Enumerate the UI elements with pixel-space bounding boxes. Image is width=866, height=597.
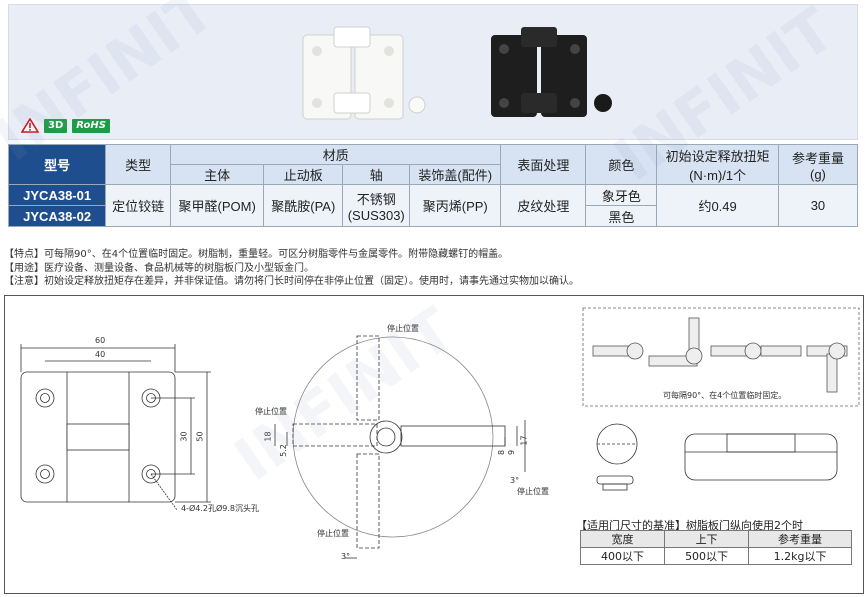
rohs-badge: RoHS — [72, 118, 110, 133]
3d-badge: 3D — [44, 118, 68, 133]
cell-cover: 聚丙烯(PP) — [409, 184, 502, 227]
door-header-height: 上下 — [664, 530, 750, 548]
dim-3deg-bottom: 3° — [341, 552, 351, 561]
stop-position-right: 停止位置 — [517, 487, 549, 496]
header-weight-line1: 参考重量 — [791, 150, 844, 166]
cell-color-black: 黑色 — [585, 205, 658, 227]
header-torque-line1: 初始设定释放扭矩 — [665, 148, 770, 164]
technical-drawing: 60 40 30 50 18 5.2 8 9 17 3° 3° 4-Ø4.2孔Ø… — [4, 295, 864, 594]
dim-9: 9 — [507, 449, 517, 456]
header-cover: 装饰盖(配件) — [409, 164, 502, 185]
white-hinge-image — [302, 26, 426, 120]
model-jyca38-01: JYCA38-01 — [7, 184, 107, 206]
dim-5-2: 5.2 — [278, 444, 288, 457]
cell-stopper: 聚酰胺(PA) — [263, 184, 344, 227]
cell-body: 聚甲醛(POM) — [170, 184, 265, 227]
cell-color-ivory: 象牙色 — [585, 184, 658, 206]
header-torque-line2: (N·m)/1个 — [689, 167, 747, 183]
header-shaft: 轴 — [342, 164, 411, 185]
note-caution: 【注意】初始设定释放扭矩存在差异，并非保证值。请勿将门长时间停在非停止位置（固定… — [4, 276, 579, 287]
header-material: 材质 — [170, 144, 502, 165]
header-model: 型号 — [7, 144, 107, 185]
dim-8: 8 — [497, 449, 507, 456]
header-color: 颜色 — [585, 144, 658, 185]
dim-3deg-right: 3° — [510, 476, 520, 485]
header-weight: 参考重量 (g) — [777, 144, 859, 185]
fix-note: 可每隔90°、在4个位置临时固定。 — [663, 391, 787, 400]
warning-icon — [21, 118, 39, 133]
door-header-width: 宽度 — [579, 530, 666, 548]
cell-type: 定位铰链 — [105, 184, 172, 227]
door-value-weight: 1.2kg以下 — [748, 547, 852, 565]
header-torque: 初始设定释放扭矩 (N·m)/1个 — [656, 144, 779, 185]
drawing-lines — [20, 307, 860, 559]
badge-row: 3D RoHS — [21, 118, 110, 133]
door-value-height: 500以下 — [664, 547, 750, 565]
dim-60: 60 — [95, 336, 106, 345]
cell-torque: 约0.49 — [656, 184, 779, 227]
product-photo-panel: 3D RoHS — [8, 4, 858, 140]
note-feature: 【特点】可每隔90°、在4个位置临时固定。树脂制，重量轻。可区分树脂零件与金属零… — [4, 249, 509, 260]
cell-shaft-line2: (SUS303) — [347, 207, 405, 223]
door-value-width: 400以下 — [579, 547, 666, 565]
black-hinge-image — [491, 27, 612, 117]
header-type: 类型 — [105, 144, 172, 185]
dim-18: 18 — [263, 431, 273, 442]
dim-40: 40 — [95, 350, 106, 359]
cell-shaft-line1: 不锈钢 — [356, 191, 396, 207]
header-body: 主体 — [170, 164, 265, 185]
cell-surface: 皮纹处理 — [500, 184, 587, 227]
dim-17: 17 — [519, 435, 529, 446]
stop-position-bottom: 停止位置 — [317, 529, 349, 538]
header-weight-line2: (g) — [810, 166, 826, 182]
door-size-title: 【适用门尺寸的基准】树脂板门纵向使用2个时 — [576, 519, 803, 532]
header-stopper: 止动板 — [263, 164, 344, 185]
spec-table: 型号 类型 材质 表面处理 颜色 初始设定释放扭矩 (N·m)/1个 参考重量 … — [7, 144, 859, 227]
dim-30: 30 — [179, 431, 189, 442]
note-usage: 【用途】医疗设备、测量设备、食品机械等的树脂板门及小型钣金门。 — [4, 262, 314, 274]
cell-shaft: 不锈钢 (SUS303) — [342, 184, 411, 227]
door-size-table: 宽度 上下 参考重量 400以下 500以下 1.2kg以下 — [579, 530, 852, 565]
stop-position-top: 停止位置 — [387, 324, 419, 333]
stop-position-left: 停止位置 — [255, 407, 287, 416]
notes-block: 【特点】可每隔90°、在4个位置临时固定。树脂制，重量轻。可区分树脂零件与金属零… — [4, 248, 579, 289]
dim-50: 50 — [195, 431, 205, 442]
cell-weight: 30 — [777, 184, 859, 227]
header-surface: 表面处理 — [500, 144, 587, 185]
hole-note: 4-Ø4.2孔Ø9.8沉头孔 — [181, 504, 260, 513]
product-photos — [302, 26, 612, 120]
model-jyca38-02: JYCA38-02 — [7, 205, 107, 227]
door-header-weight: 参考重量 — [748, 530, 852, 548]
